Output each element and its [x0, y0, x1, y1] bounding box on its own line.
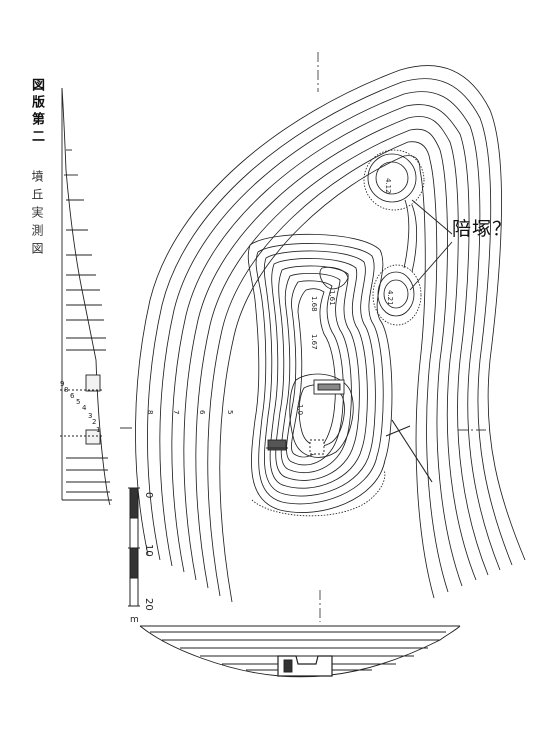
scale-tick-20: 20 [143, 598, 154, 611]
scale-tick-10: 10 [143, 544, 154, 557]
profile-label-1: 1 [96, 426, 100, 434]
profile-label-4: 4 [82, 404, 87, 412]
bottom-profile [139, 625, 461, 678]
contour-label-6: 6 [198, 410, 206, 415]
profile-label-5: 5 [76, 398, 80, 406]
contour-label-5: 5 [226, 410, 234, 414]
satellite-mounds [363, 149, 425, 326]
outer-contours [135, 65, 526, 603]
contour-label-8: 8 [146, 410, 154, 414]
scale-bar [128, 487, 140, 607]
profile-label-8: 8 [64, 386, 68, 394]
plate-subtitle: 墳丘実測図 [30, 170, 44, 260]
contour-label-mid: 1.0 [296, 404, 304, 415]
mound-label-2: 4.21 [386, 290, 394, 306]
direction-line [385, 419, 433, 483]
excavation-features [266, 379, 345, 455]
contour-label-upper: 1.67 [310, 334, 318, 350]
mound-label-1: 4.12 [384, 178, 392, 194]
contour-labels: 1.61 1.68 1.67 1.0 8 7 6 5 4.12 4.21 [146, 178, 394, 415]
inner-contours [247, 233, 393, 517]
profile-labels: 9 8 6 5 4 3 2 1 [60, 380, 100, 434]
scale-unit: m [130, 615, 139, 625]
side-profile [60, 87, 132, 506]
profile-label-9: 9 [60, 380, 64, 388]
contour-label-summit-b: 1.68 [310, 296, 318, 312]
contour-label-7: 7 [172, 410, 180, 414]
scale-bar-labels: 0 10 20 m [130, 492, 154, 625]
contour-label-summit-a: 1.61 [328, 290, 336, 306]
plate-title: 図版第二 [29, 78, 44, 146]
profile-label-3: 3 [88, 412, 92, 420]
baizuka-annotation: 陪塚？ [452, 218, 513, 240]
axis-marks [317, 52, 490, 622]
annotation-pointers [409, 199, 453, 291]
profile-label-6: 6 [70, 392, 75, 400]
scale-tick-0: 0 [143, 492, 154, 498]
profile-label-2: 2 [92, 418, 96, 426]
